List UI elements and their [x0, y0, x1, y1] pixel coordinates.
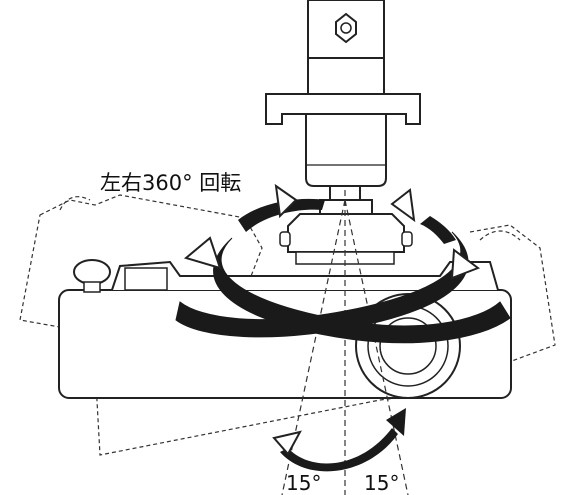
projector-vent	[124, 267, 168, 291]
mount-column	[307, 57, 385, 95]
tilt-axis-right	[344, 199, 409, 495]
tilt-left-label: 15°	[286, 471, 321, 495]
rotation-arrow-band-back	[213, 237, 511, 344]
pole-nut-hole	[340, 22, 352, 34]
rotation-label: 左右360° 回転	[100, 171, 241, 195]
tilt-arrowhead-right	[386, 408, 406, 436]
tilt-arrowhead-left	[272, 430, 302, 456]
rotation-arrowhead-upper-right	[390, 188, 416, 223]
tilt-arrow-curve	[280, 428, 398, 472]
adjuster-foot-stem	[83, 281, 101, 293]
rotation-arrowhead-upper-left	[274, 183, 298, 219]
rotation-arrowhead-right	[450, 248, 481, 280]
bracket-knob-right	[401, 231, 413, 247]
rotation-arrow-band-top	[238, 198, 325, 232]
tilted-foot-dashed-right	[479, 230, 521, 241]
mount-clamp-bar	[265, 93, 421, 125]
adjuster-foot-knob	[73, 259, 111, 285]
projector-bracket	[287, 213, 405, 253]
rotation-arrow-band-top-right	[420, 216, 456, 244]
rotation-arrow-band-front	[175, 231, 469, 338]
tilted-foot-dashed	[59, 196, 91, 211]
bracket-knob-left	[279, 231, 291, 247]
tilt-right-label: 15°	[364, 471, 399, 495]
projector-top-panel	[111, 260, 499, 291]
rotation-arrowhead-left	[183, 236, 222, 270]
mount-lower-block	[305, 113, 387, 187]
